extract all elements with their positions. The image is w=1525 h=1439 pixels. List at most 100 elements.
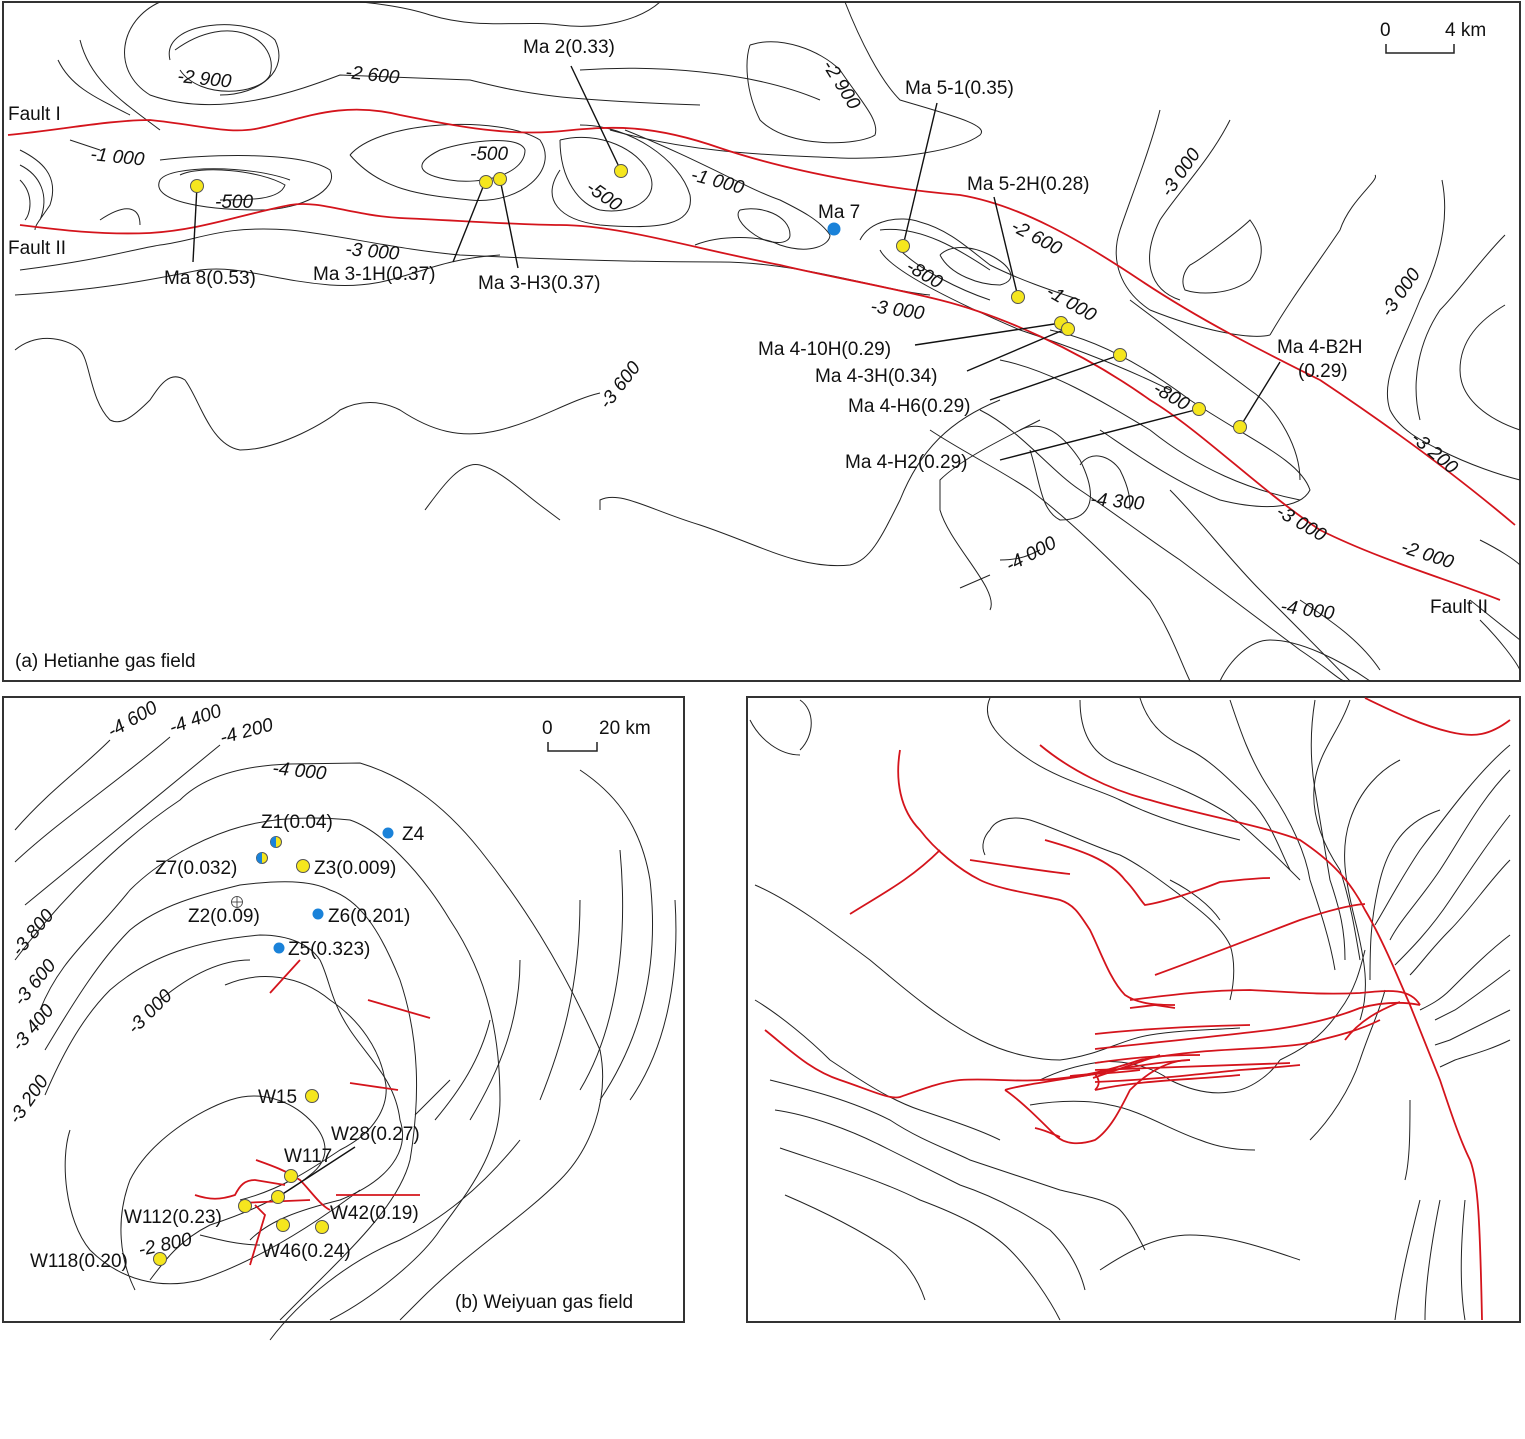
contour-line [1459,304,1521,431]
leader-line [966,327,1069,372]
fault-segment [1069,1073,1096,1077]
contour-label: -3 000 [124,985,177,1038]
well-label: Z1(0.04) [261,812,333,833]
gas-well-marker[interactable] [896,239,910,253]
dry-well-marker[interactable] [231,896,243,908]
fault-segment [1094,1062,1291,1071]
contour-line [779,1147,1061,1321]
water-well-marker[interactable] [827,222,841,236]
contour-label: -2 900 [176,66,232,93]
gas-well-marker[interactable] [284,1169,298,1183]
panel-b-scale-bar: 0 20 km [542,718,651,752]
gas-well-marker[interactable] [1233,420,1247,434]
well-label: Z7(0.032) [155,858,237,879]
contour-line [174,30,272,92]
contour-label: -3 000 [345,239,401,265]
contour-line [579,67,821,101]
contour-line [1219,639,1371,682]
fault-segment [1094,1074,1241,1091]
panel-a-fault-labels: Fault I Fault II Fault II [8,104,1488,618]
gas-well-marker[interactable] [479,175,493,189]
contour-line [624,129,831,236]
gas-well-marker[interactable] [296,859,310,873]
gas-well-marker[interactable] [1192,402,1206,416]
contour-label: -4 200 [218,714,276,748]
contour-line [19,149,54,231]
panel-b-frame [2,696,685,1323]
leader-line [993,196,1019,298]
contour-line [1309,989,1386,1141]
fault-segment [1344,1001,1401,1041]
water-well-marker[interactable] [382,827,394,839]
contour-line [989,817,1235,1001]
contour-line [629,899,677,1101]
fault-segment [349,1082,399,1091]
gas-well-marker[interactable] [276,1218,290,1232]
contour-line [1389,769,1511,941]
fault-segment [194,1179,286,1200]
gas-well-marker[interactable] [1113,348,1127,362]
gas-well-marker[interactable] [1011,290,1025,304]
well-label: Ma 8(0.53) [164,268,256,289]
contour-line [1129,299,1301,481]
contour-line [749,699,812,756]
contour-line [64,959,361,1285]
contour-line [1229,699,1336,971]
contour-line [982,829,991,856]
contour-line [737,208,791,243]
well-label: Z4 [402,824,425,845]
fault-label: Fault I [8,104,61,125]
fault-segment [269,959,301,994]
contour-line [224,976,387,1201]
gas-well-marker[interactable] [238,1199,252,1213]
well-label: Ma 4-H2(0.29) [845,452,968,473]
water-well-marker[interactable] [312,908,324,920]
gas-well-marker[interactable] [153,1252,167,1266]
fault-i [7,108,1516,526]
contour-line [939,247,1012,286]
contour-label: -2 600 [1008,216,1066,260]
leader-line [499,178,519,269]
contour-line [1374,744,1511,926]
contour-line [199,1234,261,1246]
gas-well-marker[interactable] [493,172,507,186]
contour-label: -1 000 [1043,281,1101,326]
gas-well-marker[interactable] [305,1089,319,1103]
gas-well-marker[interactable] [190,179,204,193]
panel-b-contours [14,736,677,1341]
contour-line [349,123,546,201]
contour-line [986,697,1241,841]
well-label: Ma 3-H3(0.37) [478,273,601,294]
contour-line [599,399,1001,567]
contour-label: -3 000 [869,296,926,324]
well-label: Ma 5-1(0.35) [905,78,1014,99]
contour-line [754,999,1001,1141]
contour-line [929,429,1191,682]
leader-line [1239,361,1281,428]
well-label: (0.29) [1298,361,1348,382]
contour-line [14,254,501,296]
fault-segment [764,1019,1381,1099]
gas-well-marker[interactable] [271,1190,285,1204]
fault-segment [1004,1059,1191,1145]
gas-well-marker[interactable] [614,164,628,178]
contour-label: -500 [215,192,253,213]
gas-water-well-marker[interactable] [270,836,282,848]
contour-line [1182,219,1262,294]
gas-well-marker[interactable] [315,1220,329,1234]
well-label: Z6(0.201) [328,906,410,927]
contour-label: -3 800 [8,905,59,960]
contour-line [44,934,403,1241]
contour-line [19,228,931,296]
water-well-marker[interactable] [273,942,285,954]
well-label: Ma 4-H6(0.29) [848,396,971,417]
contour-line [14,762,604,1321]
contour-line [559,136,653,212]
contour-line [14,337,601,451]
gas-well-marker[interactable] [1061,322,1075,336]
contour-label: -2 600 [344,62,400,89]
gas-water-well-marker[interactable] [256,852,268,864]
well-label: W42(0.19) [330,1203,419,1224]
contour-line [120,1095,326,1291]
